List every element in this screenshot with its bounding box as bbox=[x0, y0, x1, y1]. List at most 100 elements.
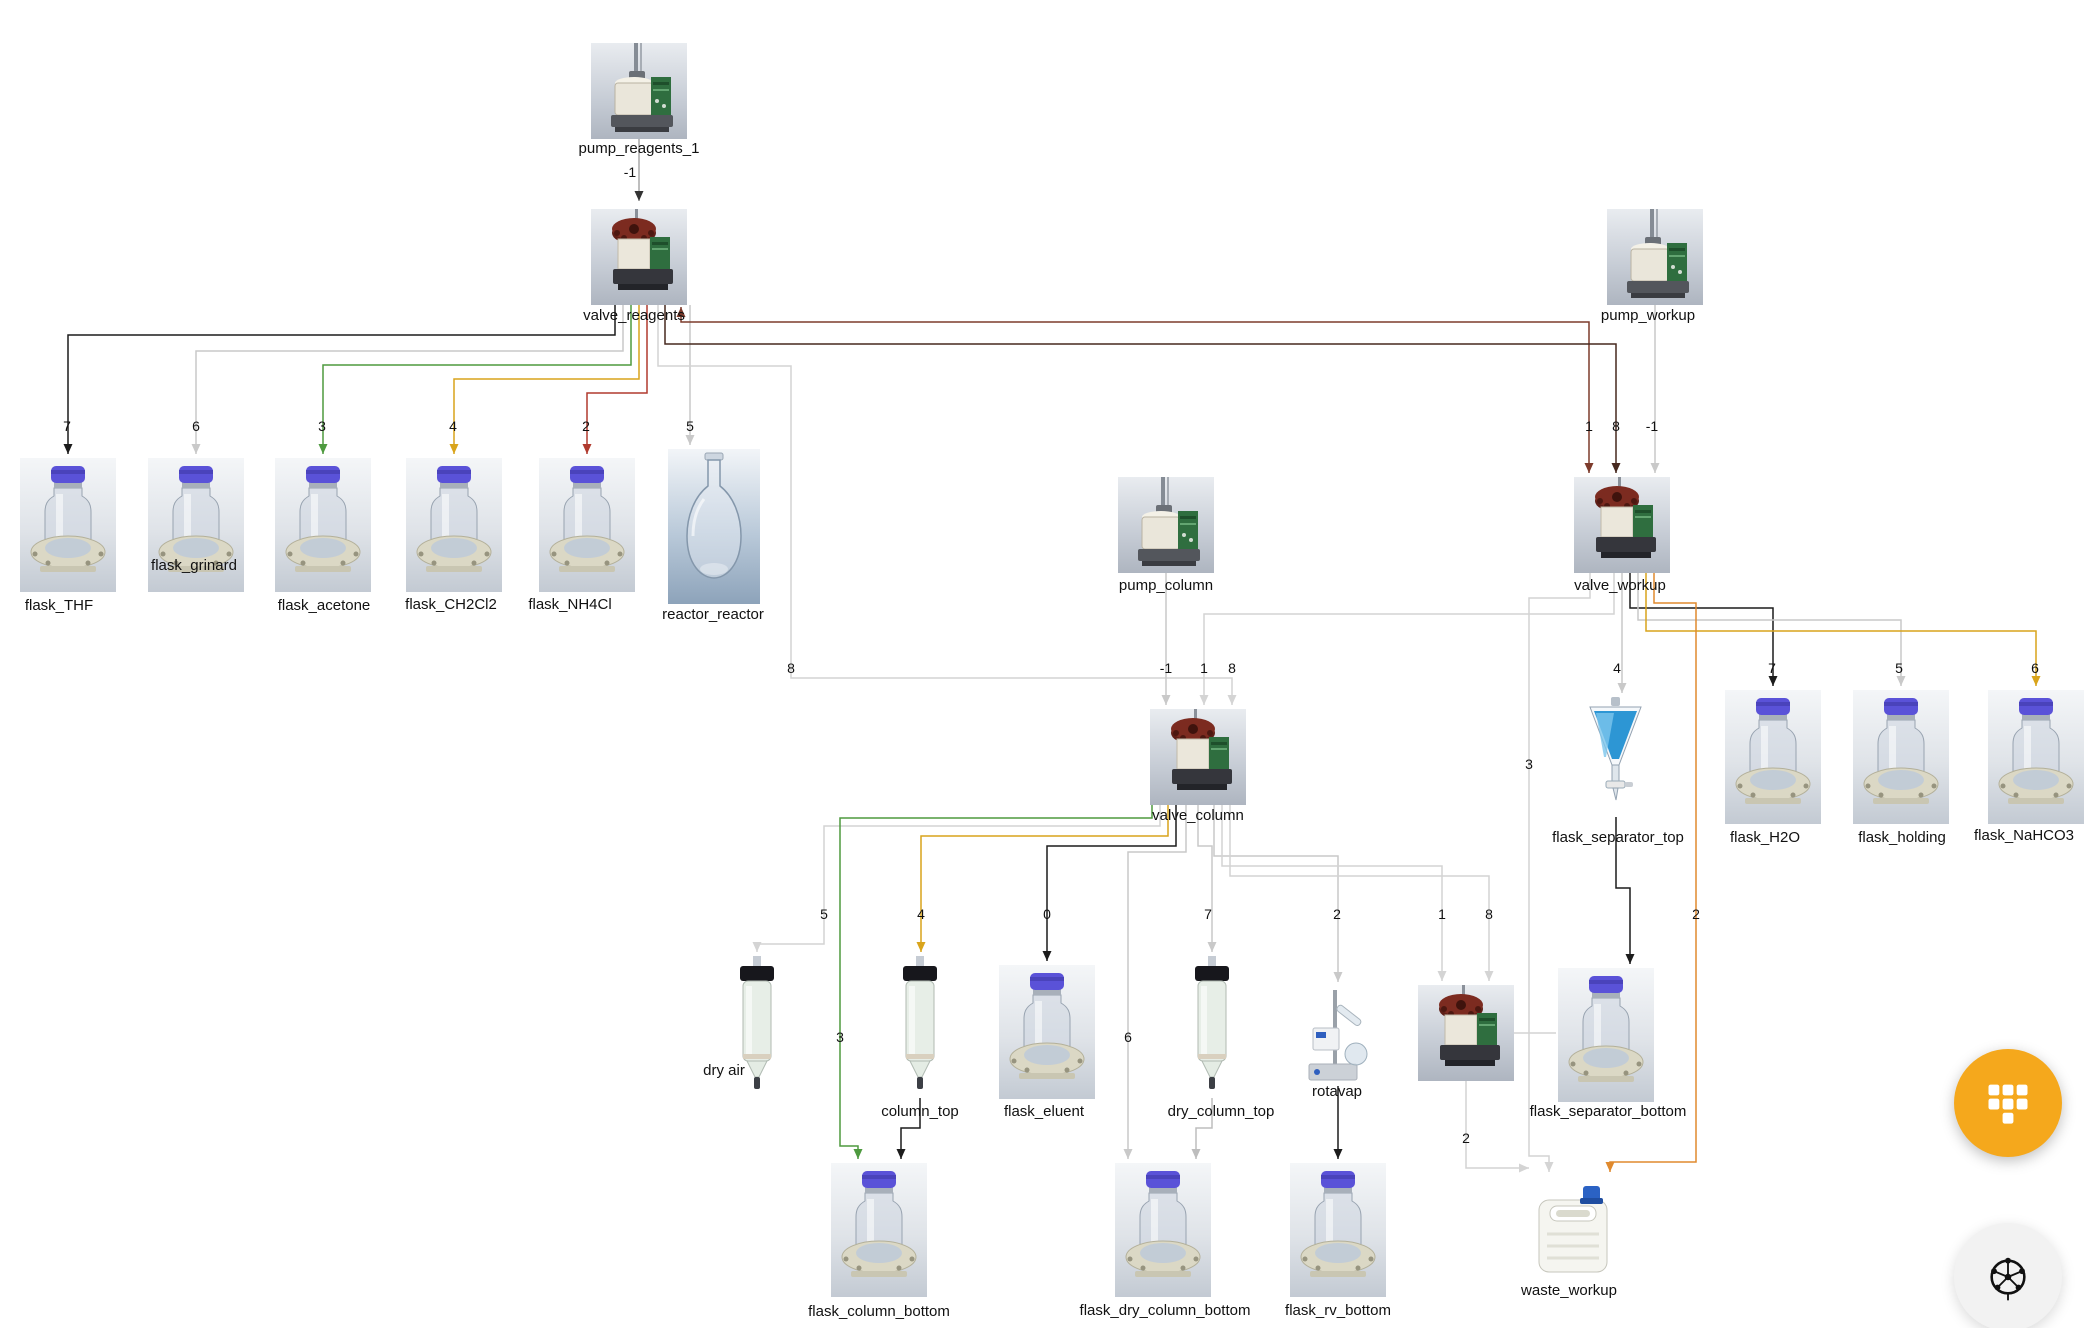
node-dry_air[interactable] bbox=[733, 956, 781, 1098]
edge-valve_column__flask_dry_column_bottom bbox=[1127, 805, 1187, 1159]
edge-valve_separator__waste_workup bbox=[1465, 1081, 1529, 1169]
node-flask_grinard[interactable] bbox=[148, 458, 244, 592]
arrowhead bbox=[1544, 1162, 1554, 1172]
grid-view-fab-button[interactable] bbox=[1954, 1049, 2062, 1157]
edge-port-label: 1 bbox=[1585, 418, 1593, 434]
node-label-flask_H2O: flask_H2O bbox=[1729, 829, 1801, 846]
node-valve_reagents[interactable] bbox=[591, 209, 687, 305]
node-reactor_reactor[interactable] bbox=[668, 449, 760, 604]
node-label-pump_column: pump_column bbox=[1118, 577, 1214, 594]
node-flask_NaHCO3[interactable] bbox=[1988, 690, 2084, 824]
column-icon bbox=[896, 956, 944, 1098]
arrowhead bbox=[1605, 1162, 1615, 1172]
edge-valve_workup__waste_workup_a bbox=[1528, 573, 1591, 1172]
node-label-flask_grinard: flask_grinard bbox=[151, 557, 237, 574]
edge-port-label: -1 bbox=[623, 164, 637, 180]
edge-port-label: 6 bbox=[1124, 1029, 1132, 1045]
node-label-rotavap: rotavap bbox=[1311, 1083, 1363, 1100]
flask-icon bbox=[1725, 690, 1821, 824]
node-label-flask_rv_bottom: flask_rv_bottom bbox=[1285, 1302, 1391, 1319]
node-flask_NH4Cl[interactable] bbox=[539, 458, 635, 592]
edge-valve_column__valve_separator_1 bbox=[1221, 805, 1443, 981]
node-label-column_top: column_top bbox=[881, 1103, 959, 1120]
arrowhead bbox=[1161, 695, 1171, 705]
rotavap-icon bbox=[1304, 986, 1371, 1086]
arrowhead bbox=[1484, 971, 1494, 981]
arrowhead bbox=[1207, 942, 1217, 952]
node-flask_separator_top[interactable] bbox=[1582, 697, 1649, 817]
pump-icon bbox=[591, 43, 687, 139]
node-dry_column_top[interactable] bbox=[1188, 956, 1236, 1098]
flask-icon bbox=[831, 1163, 927, 1297]
arrowhead bbox=[63, 444, 73, 454]
node-flask_rv_bottom[interactable] bbox=[1290, 1163, 1386, 1297]
node-flask_dry_column_bottom[interactable] bbox=[1115, 1163, 1211, 1297]
arrowhead bbox=[1199, 695, 1209, 705]
node-flask_H2O[interactable] bbox=[1725, 690, 1821, 824]
node-label-flask_column_bottom: flask_column_bottom bbox=[808, 1303, 950, 1320]
arrowhead bbox=[676, 307, 686, 317]
edge-valve_column__valve_separator_8 bbox=[1229, 805, 1490, 981]
edge-valve_workup__flask_NaHCO3 bbox=[1645, 573, 2037, 686]
node-flask_eluent[interactable] bbox=[999, 965, 1095, 1099]
node-label-flask_THF: flask_THF bbox=[24, 597, 94, 614]
edge-valve_reagents__flask_CH2Cl2 bbox=[453, 305, 640, 454]
node-label-pump_workup: pump_workup bbox=[1600, 307, 1696, 324]
edge-port-label: 1 bbox=[1200, 660, 1208, 676]
node-flask_THF[interactable] bbox=[20, 458, 116, 592]
node-waste_workup[interactable] bbox=[1533, 1176, 1613, 1276]
brain-circuit-icon bbox=[1990, 1257, 2026, 1301]
arrowhead bbox=[1519, 1163, 1529, 1173]
valve-icon bbox=[1418, 985, 1514, 1081]
edge-port-label: 6 bbox=[2031, 660, 2039, 676]
arrowhead bbox=[685, 435, 695, 445]
arrowhead bbox=[1896, 676, 1906, 686]
arrowhead bbox=[853, 1149, 863, 1159]
edge-port-label: 7 bbox=[63, 418, 71, 434]
node-flask_column_bottom[interactable] bbox=[831, 1163, 927, 1297]
flask-icon bbox=[1988, 690, 2084, 824]
node-pump_column[interactable] bbox=[1118, 477, 1214, 573]
node-flask_acetone[interactable] bbox=[275, 458, 371, 592]
node-rotavap[interactable] bbox=[1304, 986, 1371, 1086]
edge-port-label: 3 bbox=[318, 418, 326, 434]
edge-flask_separator_top__flask_separator_bottom bbox=[1615, 817, 1631, 964]
edge-port-label: -1 bbox=[1159, 660, 1173, 676]
edge-port-label: 3 bbox=[1525, 756, 1533, 772]
arrowhead bbox=[1123, 1149, 1133, 1159]
brain-assistant-fab-button[interactable] bbox=[1954, 1223, 2062, 1328]
node-label-dry_column_top: dry_column_top bbox=[1167, 1103, 1275, 1120]
edge-valve_reagents__flask_NH4Cl bbox=[586, 305, 648, 454]
node-pump_workup[interactable] bbox=[1607, 209, 1703, 305]
reactor-icon bbox=[668, 449, 760, 604]
arrowhead bbox=[1042, 951, 1052, 961]
edge-port-label: 7 bbox=[1204, 906, 1212, 922]
flask-icon bbox=[999, 965, 1095, 1099]
arrowhead bbox=[916, 942, 926, 952]
edge-valve_workup__valve_reagents bbox=[680, 307, 1590, 473]
node-flask_CH2Cl2[interactable] bbox=[406, 458, 502, 592]
flask-icon bbox=[406, 458, 502, 592]
arrowhead bbox=[1191, 1149, 1201, 1159]
edge-valve_reagents__flask_acetone bbox=[322, 305, 632, 454]
node-valve_workup[interactable] bbox=[1574, 477, 1670, 573]
edge-valve_reagents__flask_THF bbox=[67, 305, 616, 454]
arrowhead bbox=[582, 444, 592, 454]
node-flask_holding[interactable] bbox=[1853, 690, 1949, 824]
arrowhead bbox=[1227, 695, 1237, 705]
node-valve_separator[interactable] bbox=[1418, 985, 1514, 1081]
node-label-flask_NaHCO3: flask_NaHCO3 bbox=[1973, 827, 2075, 844]
edge-port-label: -1 bbox=[1645, 418, 1659, 434]
arrowhead bbox=[191, 444, 201, 454]
edge-port-label: 8 bbox=[1228, 660, 1236, 676]
node-column_top[interactable] bbox=[896, 956, 944, 1098]
edge-port-label: 4 bbox=[449, 418, 457, 434]
node-flask_separator_bottom[interactable] bbox=[1558, 968, 1654, 1102]
node-valve_column[interactable] bbox=[1150, 709, 1246, 805]
node-pump_reagents_1[interactable] bbox=[591, 43, 687, 139]
arrowhead bbox=[1333, 972, 1343, 982]
edge-port-label: 2 bbox=[1462, 1130, 1470, 1146]
arrowhead bbox=[1650, 463, 1660, 473]
edge-port-label: 4 bbox=[917, 906, 925, 922]
node-label-flask_acetone: flask_acetone bbox=[277, 597, 371, 614]
